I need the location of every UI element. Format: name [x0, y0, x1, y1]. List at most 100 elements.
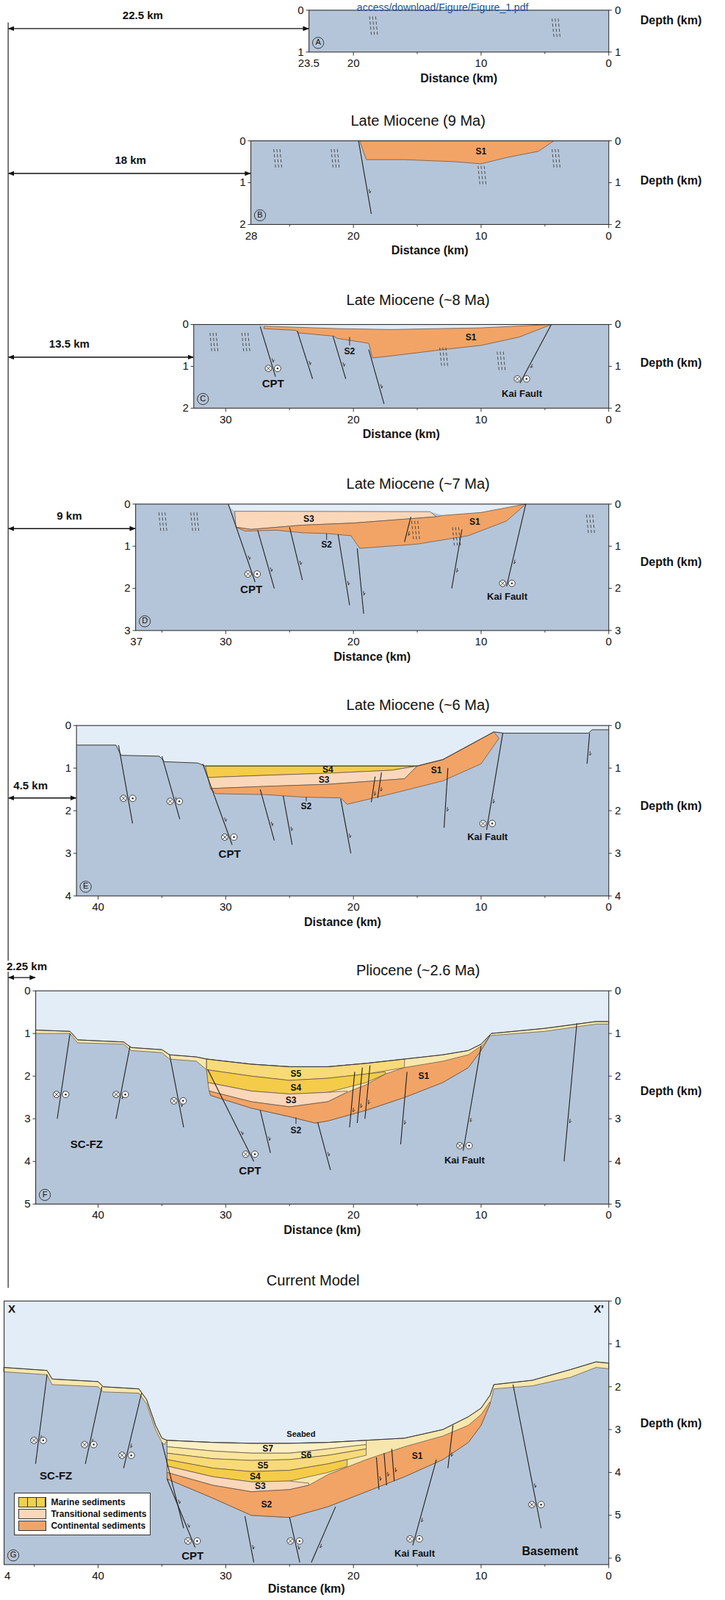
fault-line: [85, 1386, 103, 1464]
sequence-label: S2: [344, 346, 356, 357]
strike-slip-symbol: [120, 794, 136, 802]
cross-section-panel: [8, 324, 612, 413]
fault-arrow: [353, 1106, 355, 1112]
tick-label: 28: [245, 229, 258, 242]
fault-line: [166, 1477, 195, 1547]
sequence-label: S4: [249, 1471, 261, 1481]
basement: [309, 10, 609, 53]
legend-box: Marine sedimentsTransitional sedimentsCo…: [13, 1491, 151, 1535]
tick-label: 10: [475, 1208, 488, 1221]
tick-label: 3: [614, 1422, 621, 1435]
strike-slip-symbol: [221, 833, 238, 841]
tick-label: 0: [614, 4, 621, 17]
fracture-dashes: [439, 347, 443, 369]
fault-arrow: [347, 581, 350, 585]
leader-line: [326, 533, 327, 540]
cross-section-panel: [8, 503, 612, 634]
sequence-label: S5: [290, 1068, 302, 1079]
fault-line: [520, 324, 552, 384]
panel-frame: [135, 503, 609, 631]
fracture-dashes: [161, 511, 164, 533]
legend-text: Marine sediments: [50, 1496, 125, 1507]
sediment-layer: [166, 1361, 609, 1517]
fault-arrow: [408, 531, 411, 535]
fault-arrow: [514, 559, 517, 564]
fracture-dashes: [558, 18, 561, 39]
panel-letter: B: [257, 210, 263, 220]
water: [35, 990, 609, 1066]
tick-label: 2: [24, 1069, 31, 1082]
fault-line: [358, 141, 371, 215]
strike-slip-symbol: [528, 1500, 545, 1508]
sequence-label: S3: [303, 514, 315, 524]
fault-arrow: [374, 791, 377, 795]
fault-line: [391, 1447, 394, 1481]
fault-line: [356, 1067, 363, 1123]
fault-arrow: [530, 363, 533, 368]
fault-line: [35, 1373, 48, 1463]
fault-label: Kai Fault: [392, 1547, 437, 1558]
fault-arrow: [447, 806, 449, 811]
fault-line: [283, 795, 293, 845]
fracture-dashes: [415, 520, 418, 542]
sequence-label: S3: [318, 774, 330, 784]
fault-line: [444, 767, 449, 828]
sequence-label: S4: [290, 1081, 302, 1092]
strike-slip-symbol: [118, 1451, 135, 1459]
fault-arrow: [456, 567, 460, 572]
sequence-label: S7: [262, 1442, 274, 1453]
fault-arrow: [309, 360, 312, 365]
tick-label: 0: [24, 984, 31, 997]
fault-arrow: [187, 1522, 190, 1527]
fracture-dashes: [442, 347, 446, 369]
fault-line: [377, 772, 382, 798]
basement: [193, 324, 609, 409]
fracture-dashes: [589, 514, 593, 535]
fault-line: [311, 1505, 336, 1562]
axis-title: Distance (km): [283, 1223, 361, 1237]
tick-label: 40: [91, 1208, 105, 1221]
basement: [4, 1300, 609, 1564]
fault-arrow: [404, 1119, 407, 1124]
axis-title: Distance (km): [391, 244, 469, 258]
sequence-label: S5: [257, 1460, 269, 1470]
tick-label: 2: [614, 1380, 621, 1392]
tick-label: 2: [614, 218, 621, 231]
tick-label: 3: [65, 846, 72, 859]
fracture-dashes: [481, 166, 484, 187]
axis-title: Depth (km): [640, 1084, 703, 1098]
tick-label: 3: [614, 846, 621, 859]
axis-title: Distance (km): [304, 915, 382, 929]
fault-line: [260, 326, 276, 377]
cross-section-panel: [8, 141, 612, 229]
fault-line: [412, 1458, 437, 1545]
tick-label: 1: [65, 761, 72, 774]
tick-label: 10: [475, 229, 488, 242]
fault-arrow: [271, 357, 274, 362]
sequence-label: S2: [261, 1499, 273, 1509]
fracture-dashes: [552, 18, 555, 39]
surface-line: [35, 1021, 609, 1067]
legend-text: Continental sediments: [50, 1519, 146, 1531]
strike-slip-symbol: [456, 1141, 473, 1149]
fault-line: [169, 1054, 184, 1127]
panel-letter-circle: [197, 392, 209, 405]
strike-slip-symbol: [514, 375, 530, 382]
fault-line: [289, 526, 302, 580]
fracture-dashes: [334, 149, 337, 170]
extension-arrow: [8, 172, 251, 174]
sequence-label: S1: [469, 517, 481, 527]
fault-arrow: [589, 750, 592, 756]
fault-line: [463, 1045, 482, 1151]
sediment-layer: [35, 1029, 207, 1070]
fault-arrow: [130, 1442, 133, 1447]
panel-letter: E: [83, 882, 89, 892]
tick-label: 0: [65, 719, 72, 731]
extension-label: 2.25 km: [5, 960, 49, 972]
panel-frame: [250, 141, 609, 225]
panel-letter: A: [315, 38, 321, 48]
fracture-dashes: [215, 332, 219, 354]
fracture-dashes: [411, 520, 414, 542]
section-end-label: X: [8, 1302, 16, 1315]
